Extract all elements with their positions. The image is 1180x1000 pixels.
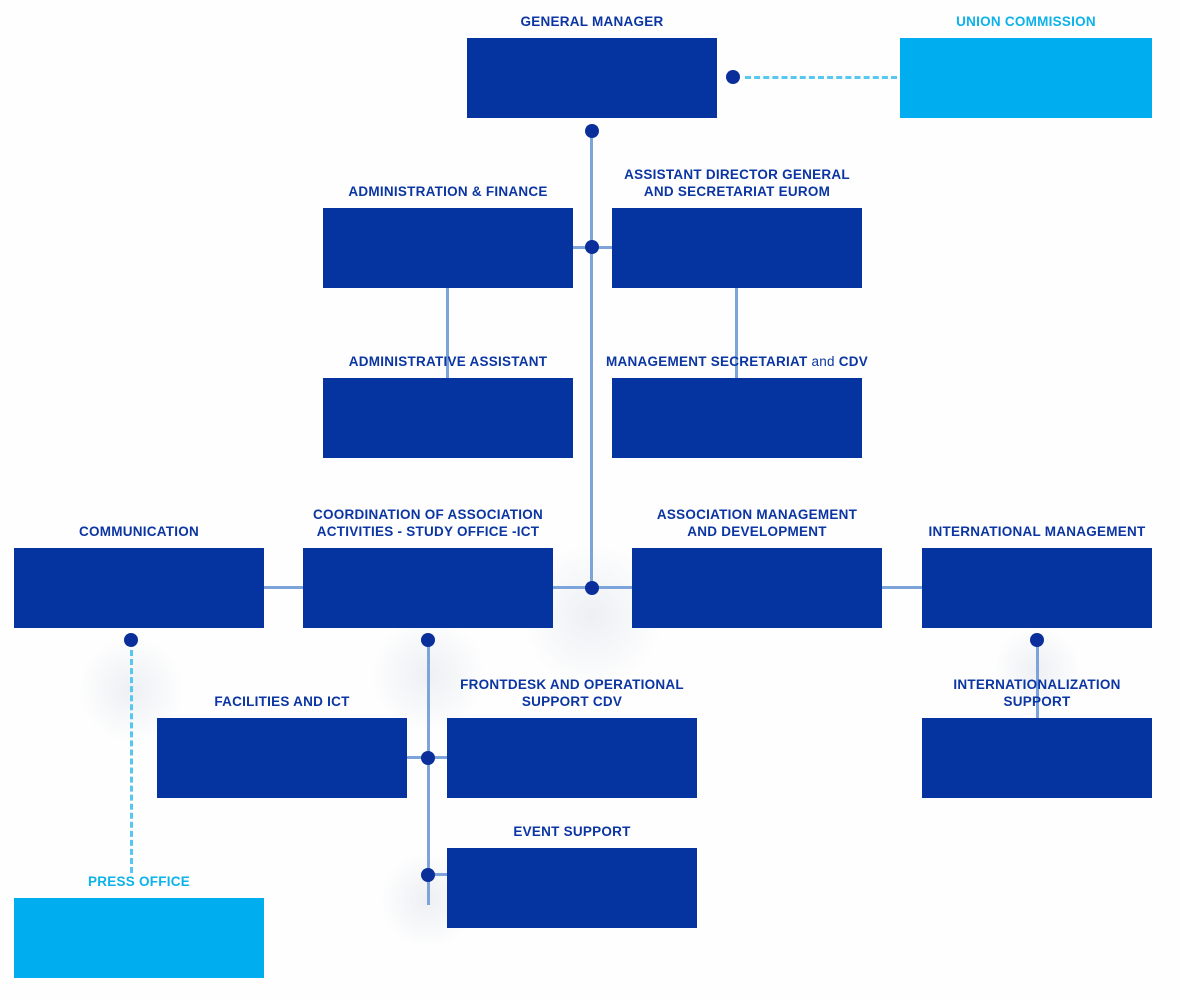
node-event-support: EVENT SUPPORT: [447, 824, 697, 928]
junction-dot: [421, 751, 435, 765]
node-label: GENERAL MANAGER: [520, 14, 664, 29]
node-administrative-assistant: ADMINISTRATIVE ASSISTANT: [323, 354, 573, 458]
node-management-secretariat: MANAGEMENT SECRETARIAT and CDV: [606, 354, 868, 458]
junction-dot: [124, 633, 138, 647]
connector-gm-center-vertical: [590, 131, 593, 588]
org-box: [467, 38, 717, 118]
junction-dot: [1030, 633, 1044, 647]
node-label: ASSOCIATION MANAGEMENT AND DEVELOPMENT: [656, 507, 858, 539]
org-box: [447, 718, 697, 798]
org-box: [447, 848, 697, 928]
node-label: ADMINISTRATION & FINANCE: [348, 184, 548, 199]
node-label: ASSISTANT DIRECTOR GENERAL AND SECRETARI…: [624, 167, 850, 199]
node-coordination-association-activities: COORDINATION OF ASSOCIATION ACTIVITIES -…: [303, 507, 553, 628]
node-label: EVENT SUPPORT: [513, 824, 631, 839]
node-label: COORDINATION OF ASSOCIATION ACTIVITIES -…: [313, 507, 543, 539]
node-label: UNION COMMISSION: [956, 14, 1096, 29]
connector-coordination-vertical: [427, 640, 430, 905]
node-label: FACILITIES AND ICT: [214, 694, 350, 709]
node-general-manager: GENERAL MANAGER: [467, 14, 717, 118]
junction-dot: [585, 581, 599, 595]
node-union-commission: UNION COMMISSION: [900, 14, 1152, 118]
node-label: FRONTDESK AND OPERATIONAL SUPPORT CDV: [460, 677, 684, 709]
node-press-office: PRESS OFFICE: [14, 874, 264, 978]
org-box: [922, 718, 1152, 798]
node-label: COMMUNICATION: [79, 524, 199, 539]
node-label: INTERNATIONAL MANAGEMENT: [928, 524, 1146, 539]
org-box: [900, 38, 1152, 118]
connector-adg-secretariat-vertical: [735, 288, 738, 378]
node-label: PRESS OFFICE: [87, 874, 191, 889]
org-box: [157, 718, 407, 798]
connector-communication-press-dashed: [130, 650, 133, 873]
node-administration-finance: ADMINISTRATION & FINANCE: [323, 184, 573, 288]
node-assistant-director-general: ASSISTANT DIRECTOR GENERAL AND SECRETARI…: [612, 167, 862, 288]
node-facilities-ict: FACILITIES AND ICT: [157, 694, 407, 798]
junction-dot: [421, 633, 435, 647]
org-box: [14, 548, 264, 628]
org-box: [323, 208, 573, 288]
connector-row4-right-horizontal: [882, 586, 922, 589]
connector-international-vertical: [1036, 640, 1039, 718]
node-label: ADMINISTRATIVE ASSISTANT: [348, 354, 548, 369]
org-box: [612, 208, 862, 288]
org-box: [303, 548, 553, 628]
connector-gm-union-dashed: [745, 76, 897, 79]
org-box: [922, 548, 1152, 628]
junction-dot: [585, 240, 599, 254]
node-communication: COMMUNICATION: [14, 524, 264, 628]
org-box: [632, 548, 882, 628]
org-box: [323, 378, 573, 458]
connector-event-support-horizontal: [428, 873, 447, 876]
junction-dot: [421, 868, 435, 882]
connector-adminfinance-assistant-vertical: [446, 288, 449, 378]
junction-dot: [726, 70, 740, 84]
connector-row4-left-horizontal: [264, 586, 303, 589]
node-frontdesk-operational-support: FRONTDESK AND OPERATIONAL SUPPORT CDV: [447, 677, 697, 798]
org-box: [14, 898, 264, 978]
junction-dot: [585, 124, 599, 138]
node-label: INTERNATIONALIZATION SUPPORT: [953, 677, 1121, 709]
node-association-management-development: ASSOCIATION MANAGEMENT AND DEVELOPMENT: [632, 507, 882, 628]
node-internationalization-support: INTERNATIONALIZATION SUPPORT: [922, 677, 1152, 798]
org-box: [612, 378, 862, 458]
node-international-management: INTERNATIONAL MANAGEMENT: [922, 524, 1152, 628]
node-label: MANAGEMENT SECRETARIAT and CDV: [605, 354, 869, 369]
